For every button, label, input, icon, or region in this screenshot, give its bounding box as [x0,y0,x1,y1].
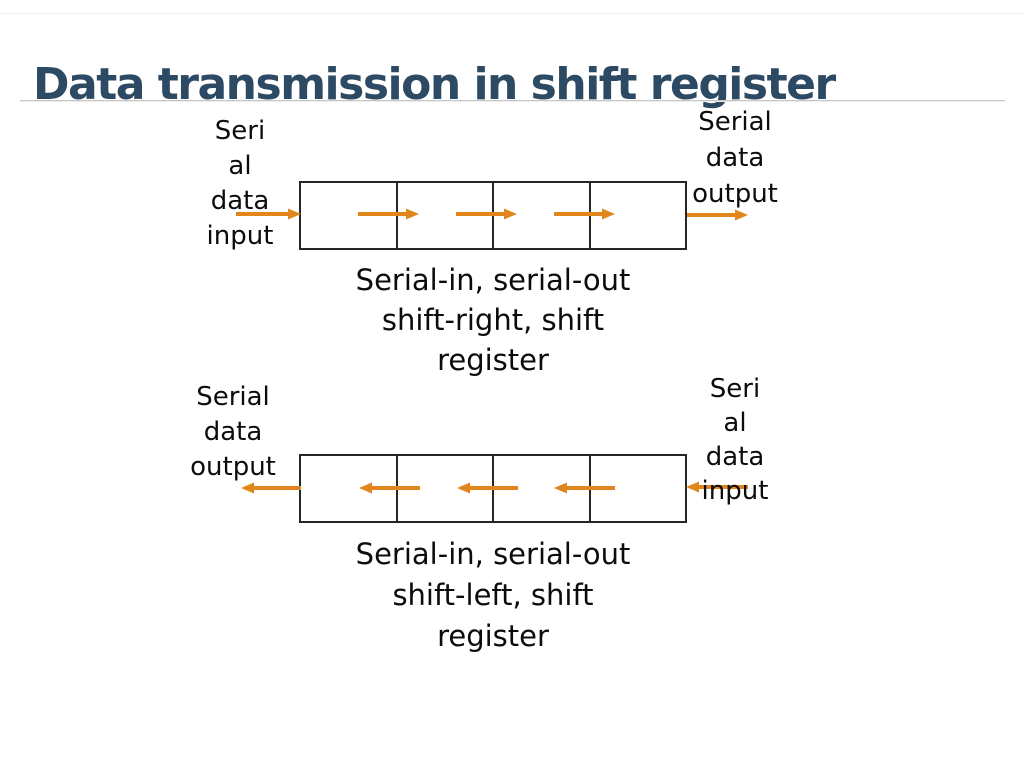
shift-left-register-box [299,454,687,523]
label-line: output [190,452,276,482]
label-line: Seri [709,374,761,404]
register-cell [494,456,591,521]
label-line: Serial [196,382,270,412]
caption-line: shift-left, shift [392,578,594,612]
slide-title: Data transmission in shift register [33,59,836,111]
caption-line: Serial-in, serial-out [355,537,631,571]
label-line: output [692,179,778,209]
top-serial-data-input-label: Seri al data input [180,114,300,254]
caption-line: Serial-in, serial-out [355,263,631,297]
label-line: al [723,408,747,438]
register-cell [398,456,494,521]
label-line: data [210,186,270,216]
bottom-serial-data-input-label: Seri al data input [675,372,795,508]
register-cell [398,183,494,248]
register-cell [591,456,686,521]
label-line: input [206,221,274,251]
shift-right-register-caption: Serial-in, serial-out shift-right, shift… [293,260,693,380]
label-line: Seri [214,116,266,146]
label-line: al [228,151,252,181]
caption-line: shift-right, shift [381,303,605,337]
label-line: data [705,143,765,173]
caption-line: register [437,619,549,653]
shift-left-register-caption: Serial-in, serial-out shift-left, shift … [293,534,693,657]
title-divider-line [20,100,1005,101]
shift-right-register-box [299,181,687,250]
register-cell [301,183,398,248]
label-line: Serial [698,107,772,137]
register-cell [494,183,591,248]
register-cell [301,456,398,521]
label-line: data [705,442,765,472]
top-frame-line [0,13,1024,14]
label-line: input [701,476,769,506]
caption-line: register [437,343,549,377]
register-cell [591,183,686,248]
label-line: data [203,417,263,447]
bottom-serial-data-output-label: Serial data output [173,380,293,485]
top-serial-data-output-label: Serial data output [675,104,795,212]
